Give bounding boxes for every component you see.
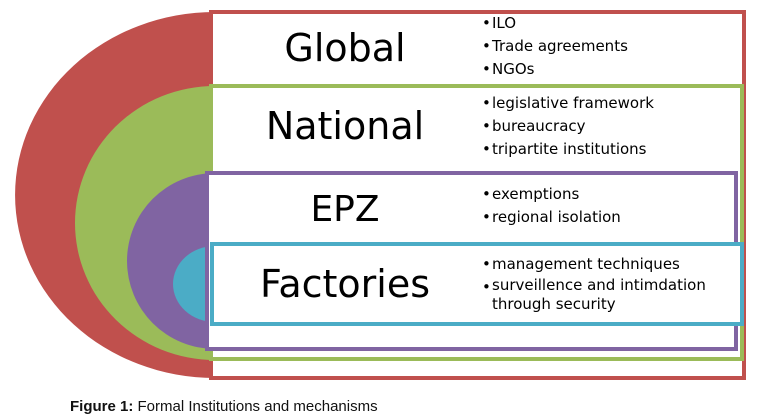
bullet-item: management techniques (482, 253, 722, 276)
level-title-national: National (265, 104, 425, 148)
bullet-item: bureaucracy (482, 115, 654, 138)
bullet-list-national: legislative framework bureaucracy tripar… (482, 92, 654, 161)
bullet-item: regional isolation (482, 206, 621, 229)
caption-label: Figure 1: (70, 398, 134, 415)
bullet-item: ILO (482, 12, 628, 35)
bullet-item: exemptions (482, 183, 621, 206)
bullet-item: Trade agreements (482, 35, 628, 58)
bullet-list-factories: management techniques surveillence and i… (482, 253, 722, 314)
bullet-item-text: surveillence and intimdation through sec… (492, 276, 706, 313)
level-title-global: Global (284, 26, 406, 70)
level-title-factories: Factories (259, 262, 431, 306)
bullet-list-global: ILO Trade agreements NGOs (482, 12, 628, 81)
bullet-item: tripartite institutions (482, 138, 654, 161)
figure-caption: Figure 1: Formal Institutions and mechan… (70, 398, 378, 415)
bullet-list-epz: exemptions regional isolation (482, 183, 621, 229)
bullet-item: legislative framework (482, 92, 654, 115)
arc-factories (173, 246, 215, 322)
bullet-item: surveillence and intimdation through sec… (482, 276, 722, 314)
level-title-epz: EPZ (310, 189, 380, 230)
bullet-item: NGOs (482, 58, 628, 81)
caption-text: Formal Institutions and mechanisms (133, 398, 378, 415)
